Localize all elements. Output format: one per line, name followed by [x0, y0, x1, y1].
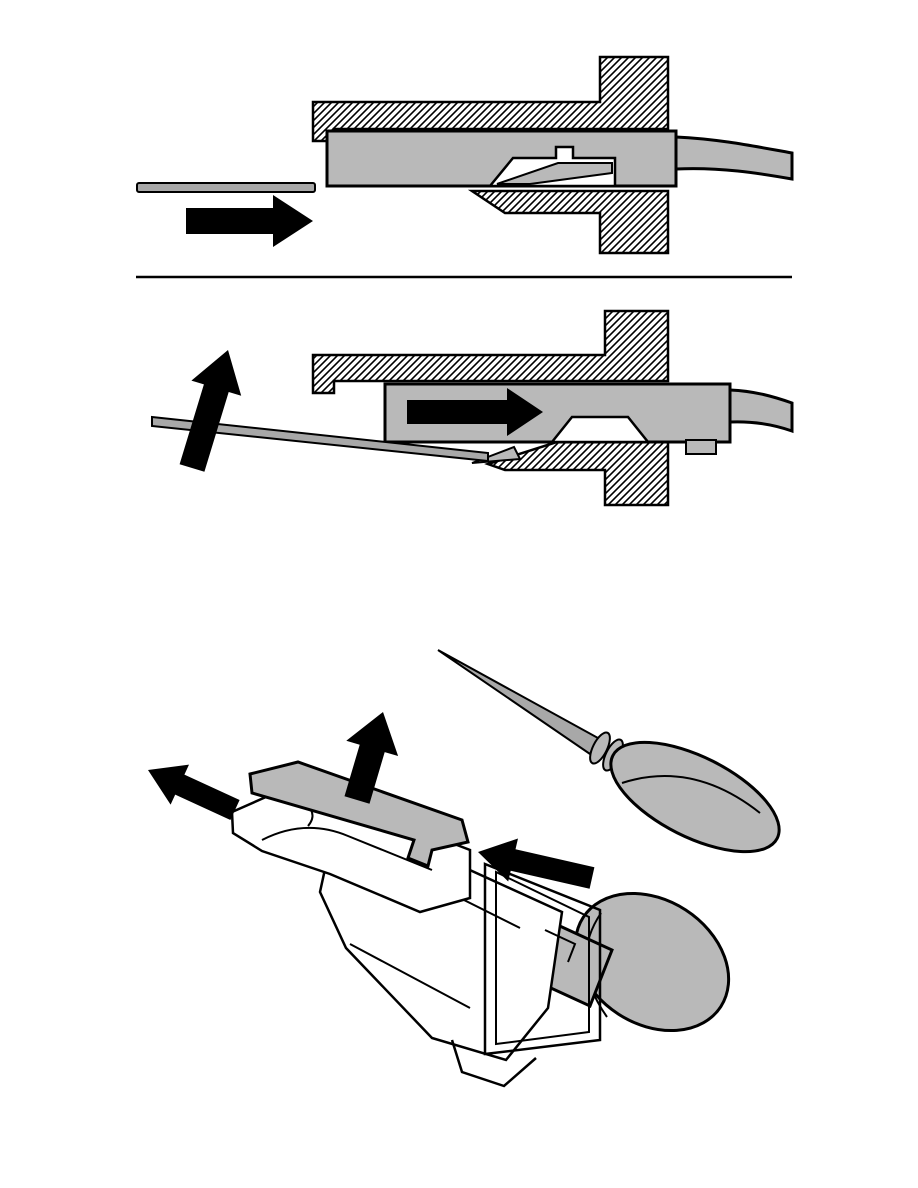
pick-tool [437, 649, 781, 854]
pry-up-arrow-icon [179, 350, 242, 472]
panel-insert-tool [136, 55, 794, 255]
retainer-frame-inner [495, 870, 590, 1046]
latch-detail [544, 929, 577, 963]
terminal-front-contour [261, 827, 433, 871]
housing-upper-wall-section [311, 55, 670, 143]
wire [674, 135, 794, 181]
wire [728, 388, 794, 434]
panel-release-lock [151, 309, 794, 507]
terminal-spring-tang [496, 162, 613, 185]
housing-upper-wall-section [311, 309, 670, 395]
retainer-frame-outer [483, 862, 602, 1056]
pull-left-arrow-icon [478, 838, 595, 889]
panel-remove-terminal [148, 649, 781, 1088]
extraction-tool-blade [151, 415, 489, 463]
connector-bottom-step-detail [450, 1039, 537, 1088]
pick-shaft [437, 649, 600, 756]
housing-lower-wall-section [467, 189, 670, 255]
terminal-rear-tab [685, 439, 717, 455]
wire-boot [573, 891, 731, 1033]
terminal-bottom-notch [549, 415, 651, 444]
slide-out-up-left-arrow-icon [148, 764, 240, 820]
push-right-arrow-icon [407, 388, 543, 436]
right-arrow-icon [186, 195, 313, 247]
pick-handle-contour [621, 775, 761, 814]
terminal-retainer-slider [248, 760, 470, 869]
retainer-frame [483, 862, 602, 1056]
lift-up-arrow-icon [344, 712, 399, 804]
pick-handle [609, 740, 781, 854]
extraction-tool-blade [136, 182, 316, 193]
